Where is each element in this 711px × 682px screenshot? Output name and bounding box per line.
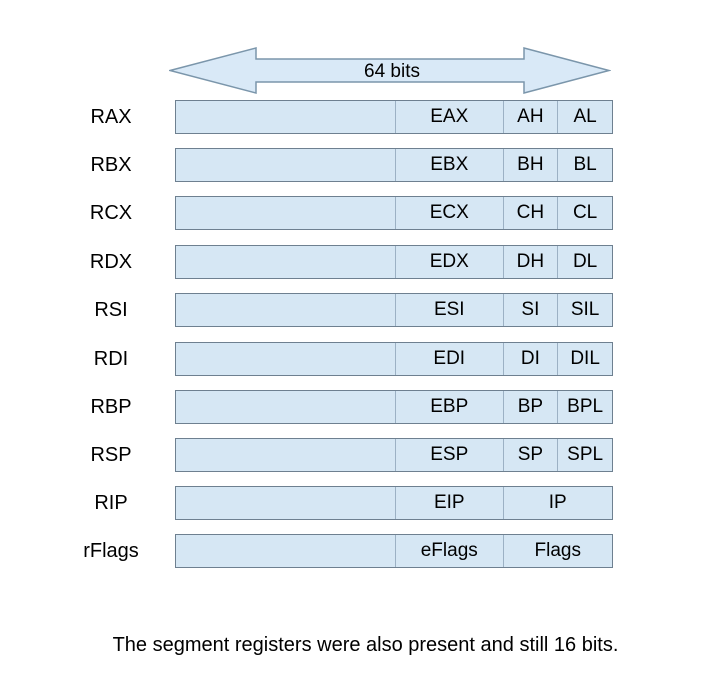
high-byte-subregister: DH	[502, 246, 558, 278]
32-bit-subregister: EAX	[395, 101, 503, 133]
register-name: rFlags	[83, 540, 139, 562]
high-byte-subregister: BH	[502, 149, 558, 181]
high-byte-subregister: CH	[502, 197, 558, 229]
16-bit-subregister: BP	[502, 391, 558, 423]
low-byte-subregister: SPL	[557, 439, 612, 471]
register-row-rdx: RDX EDX DH DL	[0, 245, 711, 279]
register-box: EAX AH AL	[175, 100, 613, 134]
double-arrow-shape	[169, 47, 611, 94]
32-bit-subregister: ECX	[395, 197, 503, 229]
32-bit-subregister: ESP	[395, 439, 503, 471]
16-bit-subregister: SP	[502, 439, 558, 471]
64-bits-double-arrow: 64 bits	[169, 47, 611, 94]
16-bit-subregister: Flags	[502, 535, 612, 567]
arrow-label: 64 bits	[364, 61, 420, 82]
register-name: RDX	[89, 251, 133, 273]
high-byte-subregister: AH	[502, 101, 558, 133]
register-row-rsp: RSP ESP SP SPL	[0, 438, 711, 472]
upper-32-bits	[176, 439, 395, 471]
upper-32-bits	[176, 294, 395, 326]
register-name: RBX	[90, 154, 132, 176]
register-name: RAX	[90, 106, 132, 128]
upper-32-bits	[176, 246, 395, 278]
low-byte-subregister: CL	[557, 197, 612, 229]
register-row-rbx: RBX EBX BH BL	[0, 148, 711, 182]
upper-32-bits	[176, 101, 395, 133]
upper-32-bits	[176, 391, 395, 423]
32-bit-subregister: EDI	[395, 343, 503, 375]
upper-32-bits	[176, 487, 395, 519]
16-bit-subregister: IP	[502, 487, 612, 519]
register-row-rip: RIP EIP IP	[0, 486, 711, 520]
upper-32-bits	[176, 535, 395, 567]
register-box: ESP SP SPL	[175, 438, 613, 472]
low-byte-subregister: SIL	[557, 294, 612, 326]
low-byte-subregister: BL	[557, 149, 612, 181]
upper-32-bits	[176, 343, 395, 375]
footnote-text: The segment registers were also present …	[112, 634, 619, 656]
register-row-rsi: RSI ESI SI SIL	[0, 293, 711, 327]
32-bit-subregister: EBP	[395, 391, 503, 423]
32-bit-subregister: ESI	[395, 294, 503, 326]
register-box: EDX DH DL	[175, 245, 613, 279]
32-bit-subregister: EIP	[395, 487, 503, 519]
register-box: EBP BP BPL	[175, 390, 613, 424]
upper-32-bits	[176, 149, 395, 181]
register-box: EIP IP	[175, 486, 613, 520]
register-name: RCX	[89, 202, 133, 224]
register-name: RSP	[90, 444, 132, 466]
register-name: RDI	[93, 348, 129, 370]
register-name: RBP	[90, 396, 132, 418]
register-box: ECX CH CL	[175, 196, 613, 230]
16-bit-subregister: SI	[502, 294, 558, 326]
register-row-rcx: RCX ECX CH CL	[0, 196, 711, 230]
register-box: EBX BH BL	[175, 148, 613, 182]
16-bit-subregister: DI	[502, 343, 558, 375]
register-name: RIP	[94, 492, 128, 514]
register-row-rax: RAX EAX AH AL	[0, 100, 711, 134]
register-row-rbp: RBP EBP BP BPL	[0, 390, 711, 424]
upper-32-bits	[176, 197, 395, 229]
register-box: ESI SI SIL	[175, 293, 613, 327]
32-bit-subregister: eFlags	[395, 535, 503, 567]
low-byte-subregister: BPL	[557, 391, 612, 423]
32-bit-subregister: EBX	[395, 149, 503, 181]
low-byte-subregister: DIL	[557, 343, 612, 375]
register-box: EDI DI DIL	[175, 342, 613, 376]
register-row-rdi: RDI EDI DI DIL	[0, 342, 711, 376]
low-byte-subregister: DL	[557, 246, 612, 278]
register-box: eFlags Flags	[175, 534, 613, 568]
register-name: RSI	[94, 299, 128, 321]
32-bit-subregister: EDX	[395, 246, 503, 278]
register-row-rflags: rFlags eFlags Flags	[0, 534, 711, 568]
low-byte-subregister: AL	[557, 101, 612, 133]
